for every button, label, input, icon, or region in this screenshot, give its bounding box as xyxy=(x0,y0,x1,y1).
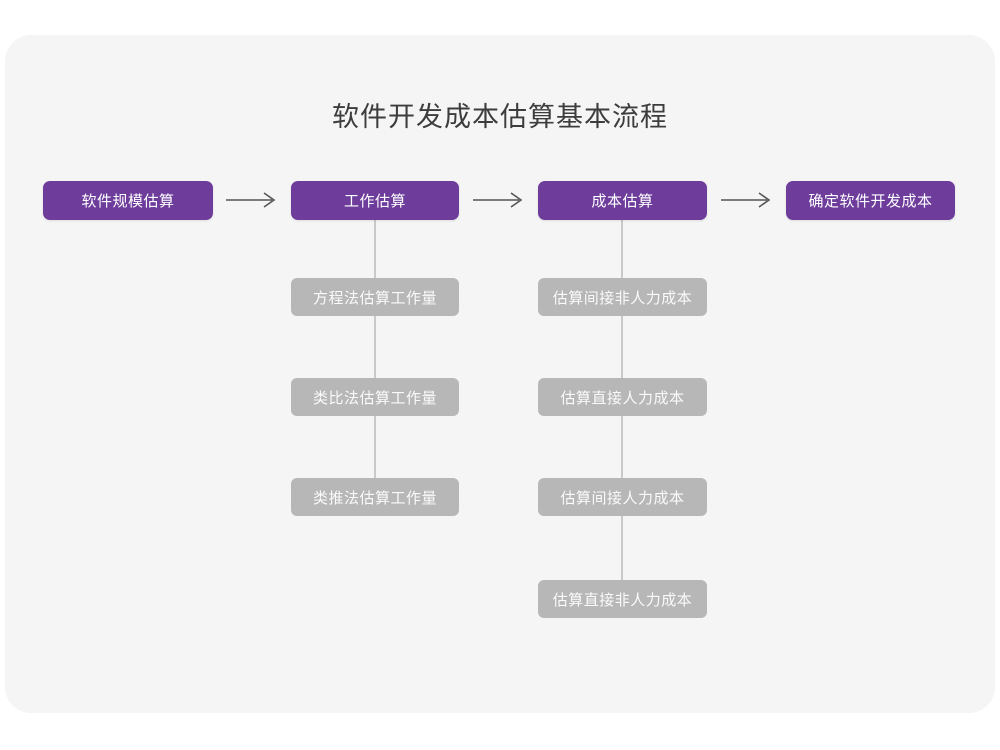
connector-line-workload-2 xyxy=(374,416,376,479)
flow-node-determine-development-cost[interactable]: 确定软件开发成本 xyxy=(786,181,955,220)
arrow-right-icon xyxy=(471,190,527,210)
arrow-right-icon xyxy=(224,190,280,210)
flow-node-cost-estimation[interactable]: 成本估算 xyxy=(538,181,707,220)
flow-node-work-estimation[interactable]: 工作估算 xyxy=(291,181,459,220)
connector-line-cost-0 xyxy=(621,220,623,279)
sub-node-analogous-inference-workload[interactable]: 类推法估算工作量 xyxy=(291,478,459,516)
arrow-right-icon xyxy=(719,190,775,210)
sub-node-direct-labor-cost[interactable]: 估算直接人力成本 xyxy=(538,378,707,416)
connector-line-cost-1 xyxy=(621,316,623,379)
connector-line-cost-2 xyxy=(621,416,623,479)
content-card xyxy=(5,35,995,713)
sub-node-analogy-method-workload[interactable]: 类比法估算工作量 xyxy=(291,378,459,416)
connector-line-workload-0 xyxy=(374,220,376,279)
diagram-title: 软件开发成本估算基本流程 xyxy=(332,102,668,132)
sub-node-equation-method-workload[interactable]: 方程法估算工作量 xyxy=(291,278,459,316)
sub-node-indirect-labor-cost[interactable]: 估算间接人力成本 xyxy=(538,478,707,516)
sub-node-direct-nonlabor-cost[interactable]: 估算直接非人力成本 xyxy=(538,580,707,618)
connector-line-cost-3 xyxy=(621,516,623,581)
connector-line-workload-1 xyxy=(374,316,376,379)
sub-node-indirect-nonlabor-cost[interactable]: 估算间接非人力成本 xyxy=(538,278,707,316)
flow-node-software-scale-estimation[interactable]: 软件规模估算 xyxy=(43,181,213,220)
